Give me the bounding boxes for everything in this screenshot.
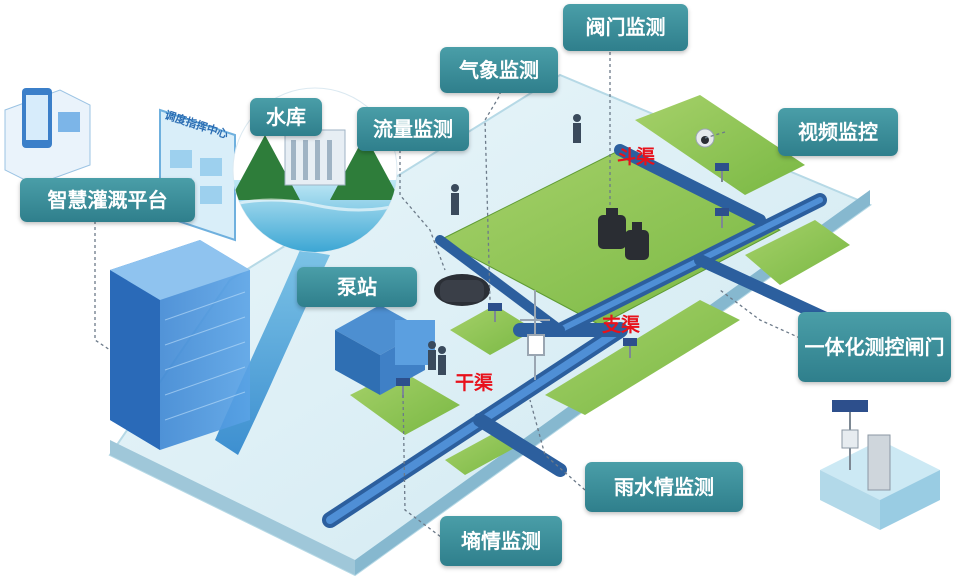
label-video-surveillance: 视频监控: [778, 108, 898, 156]
solar-panel: [715, 163, 729, 171]
label-rain-monitoring: 雨水情监测: [585, 462, 743, 512]
canal-label-lateral: 斗渠: [617, 146, 656, 168]
label-soil-moisture-monitoring: 墒情监测: [440, 516, 562, 566]
solar-panel: [396, 378, 410, 386]
label-reservoir: 水库: [250, 98, 322, 136]
people: [428, 114, 581, 375]
label-flow-monitoring: 流量监测: [357, 107, 469, 151]
canal-label-main: 干渠: [455, 372, 494, 394]
command-center-building: 调度指挥中心: [110, 108, 250, 450]
mobile-device-icon: [4, 88, 91, 186]
label-pump-station: 泵站: [297, 267, 417, 307]
solar-panel: [488, 303, 502, 311]
canal-network: [322, 144, 836, 528]
integrated-gate-device: [820, 400, 940, 530]
label-smart-irrigation-platform: 智慧灌溉平台: [20, 178, 195, 222]
label-valve-monitoring: 阀门监测: [563, 4, 688, 51]
valve-devices: [598, 208, 649, 260]
solar-panel: [623, 338, 637, 346]
canal-label-branch: 支渠: [602, 314, 641, 336]
weather-station: [520, 290, 550, 380]
connector-lines: [94, 52, 801, 541]
label-weather-monitoring: 气象监测: [440, 47, 558, 93]
label-integrated-gate: 一体化测控闸门: [798, 312, 951, 382]
solar-panel: [715, 208, 729, 216]
